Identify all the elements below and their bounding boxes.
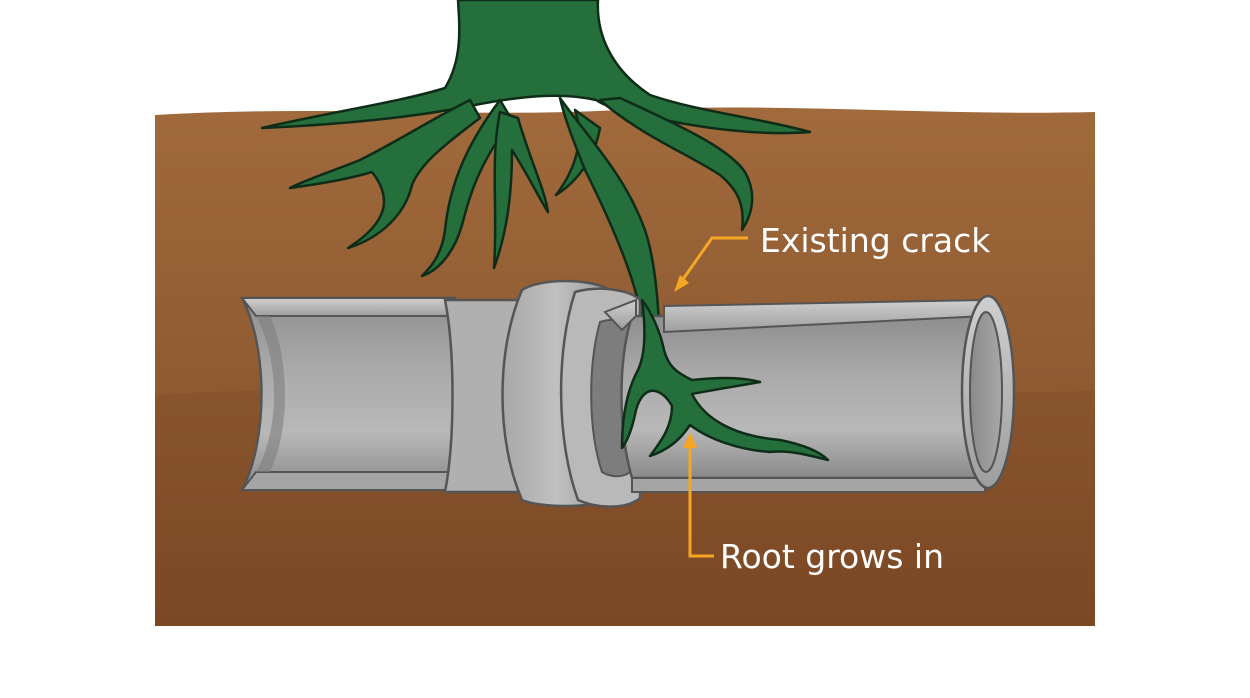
left-pipe-top-rim	[242, 298, 465, 316]
left-pipe-section	[242, 298, 465, 490]
left-pipe-bottom-rim	[242, 472, 465, 490]
right-pipe-end-opening	[970, 312, 1002, 472]
crack-label: Existing crack	[760, 221, 991, 260]
right-pipe-bottom-rim	[632, 478, 985, 492]
root-label: Root grows in	[720, 537, 944, 576]
